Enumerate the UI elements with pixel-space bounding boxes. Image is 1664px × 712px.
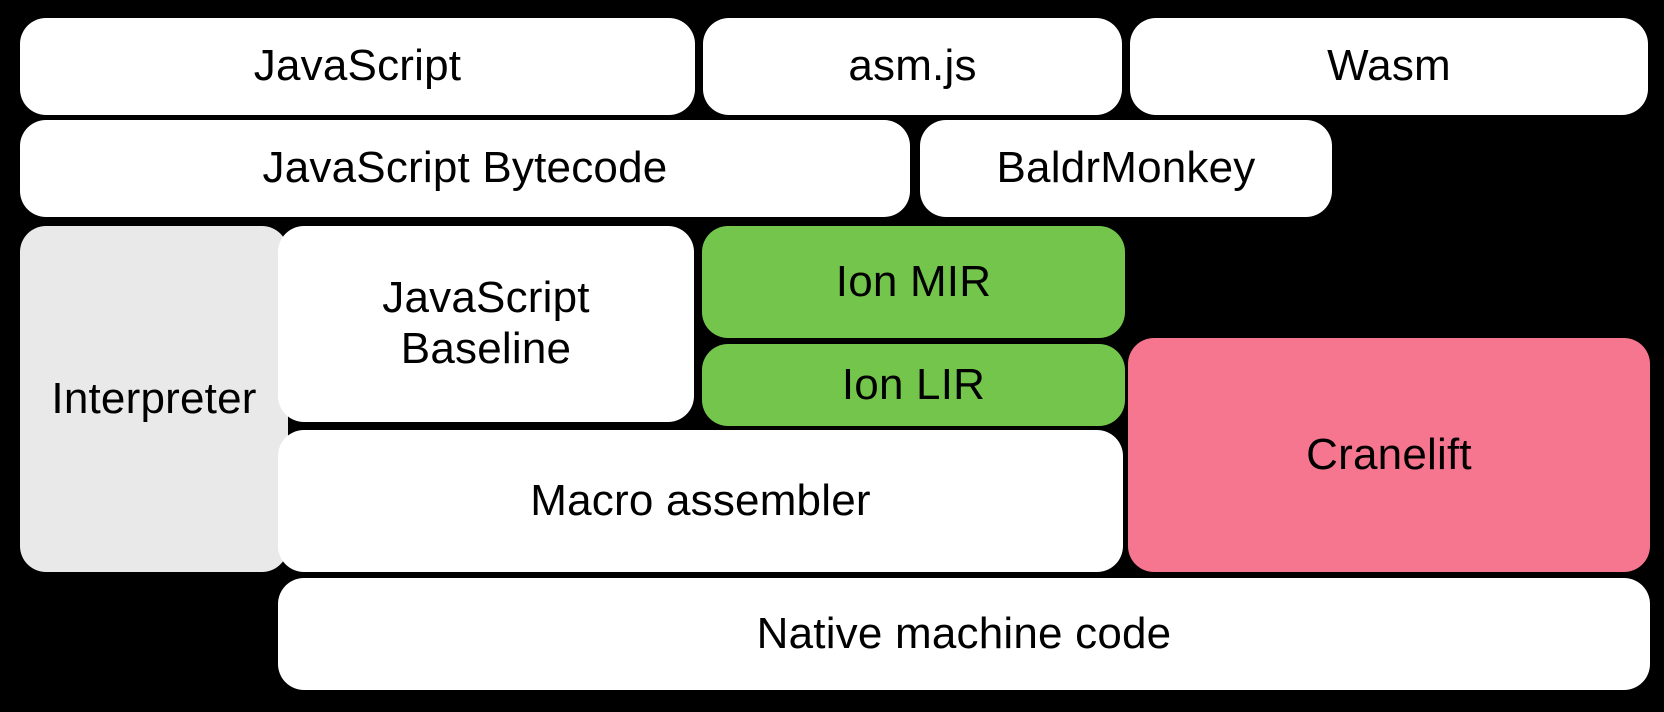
node-javascript-baseline[interactable]: JavaScript Baseline xyxy=(278,226,694,422)
node-javascript[interactable]: JavaScript xyxy=(20,18,695,115)
node-ion-lir[interactable]: Ion LIR xyxy=(702,344,1125,426)
node-ion-mir[interactable]: Ion MIR xyxy=(702,226,1125,338)
node-native-machine-code[interactable]: Native machine code xyxy=(278,578,1650,690)
node-wasm[interactable]: Wasm xyxy=(1130,18,1648,115)
node-javascript-bytecode[interactable]: JavaScript Bytecode xyxy=(20,120,910,217)
node-macro-assembler[interactable]: Macro assembler xyxy=(278,430,1123,572)
node-baldrmonkey[interactable]: BaldrMonkey xyxy=(920,120,1332,217)
node-interpreter[interactable]: Interpreter xyxy=(20,226,288,572)
node-cranelift[interactable]: Cranelift xyxy=(1128,338,1650,572)
node-asm-js[interactable]: asm.js xyxy=(703,18,1122,115)
